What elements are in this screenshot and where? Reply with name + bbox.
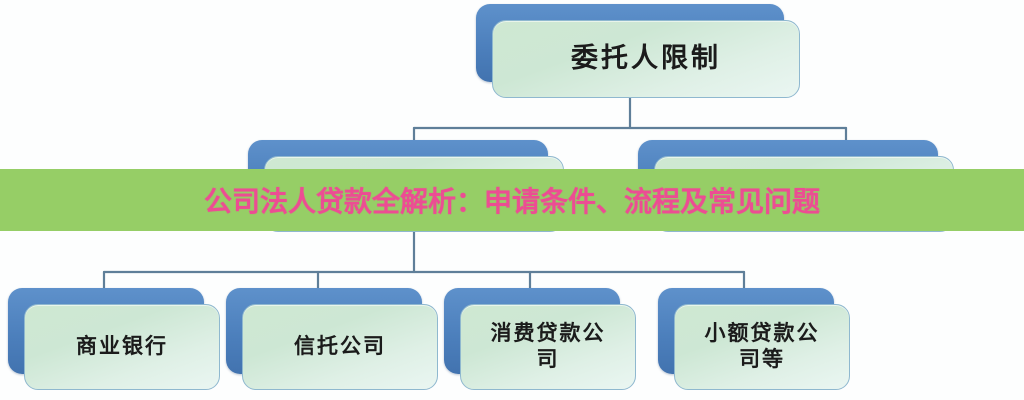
node-leaf-commercial-bank[interactable]: 商业银行 (8, 288, 220, 390)
node-face-card: 委托人限制 (492, 20, 800, 98)
node-face-card: 商业银行 (24, 304, 220, 390)
node-root-label: 委托人限制 (571, 42, 721, 74)
node-leaf-consumer-loan-company[interactable]: 消费贷款公 司 (444, 288, 636, 390)
node-leaf-label: 小额贷款公 司等 (704, 321, 820, 371)
node-root[interactable]: 委托人限制 (476, 4, 800, 98)
promo-banner: 公司法人贷款全解析：申请条件、流程及常见问题 (0, 169, 1024, 231)
node-leaf-label: 商业银行 (76, 334, 168, 359)
node-leaf-label: 消费贷款公 司 (490, 321, 606, 371)
node-leaf-trust-company[interactable]: 信托公司 (226, 288, 438, 390)
node-leaf-label: 信托公司 (294, 334, 386, 359)
node-leaf-microloan-company[interactable]: 小额贷款公 司等 (658, 288, 850, 390)
node-face-card: 小额贷款公 司等 (674, 304, 850, 390)
node-face-card: 消费贷款公 司 (460, 304, 636, 390)
node-face-card: 信托公司 (242, 304, 438, 390)
promo-banner-text: 公司法人贷款全解析：申请条件、流程及常见问题 (203, 185, 820, 218)
